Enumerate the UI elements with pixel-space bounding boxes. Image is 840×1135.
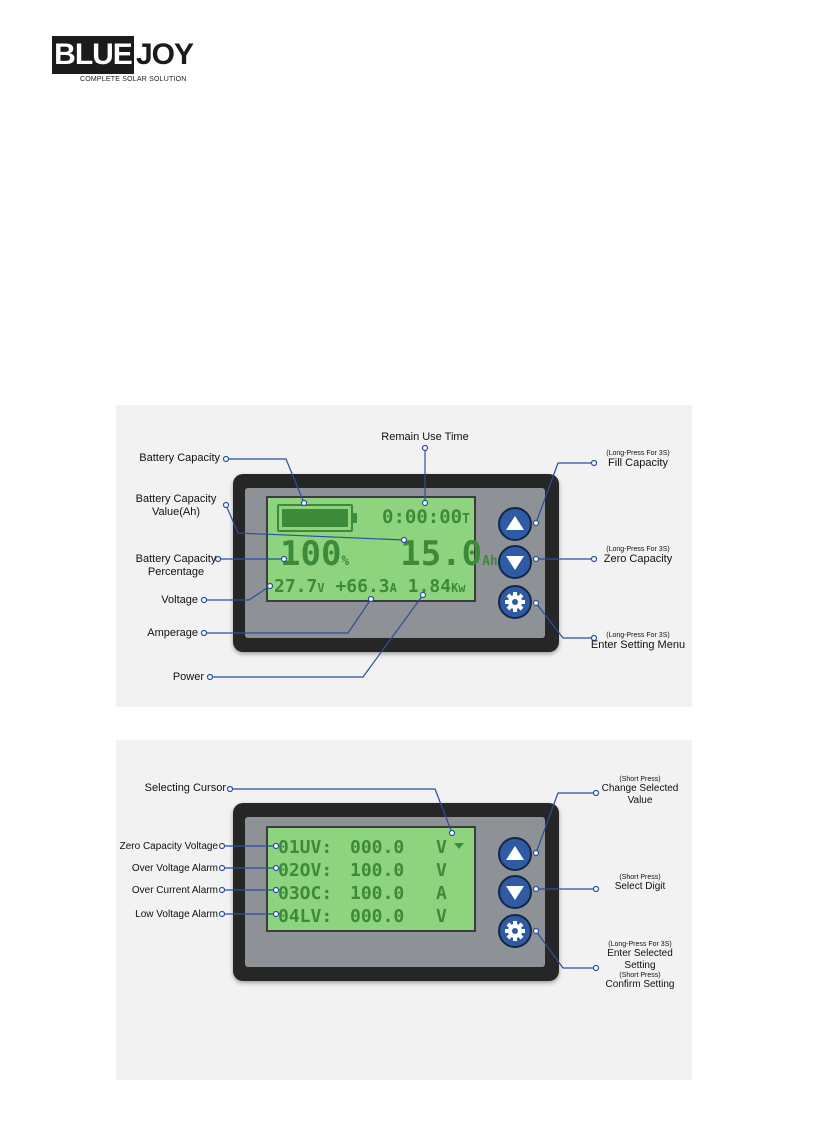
label-capacity-value: Battery Capacity Value(Ah): [120, 493, 232, 519]
settings-button-2[interactable]: [498, 914, 532, 948]
settings-value: 000.0: [350, 906, 405, 927]
label-low-voltage-alarm: Low Voltage Alarm: [135, 909, 218, 920]
up-button-2[interactable]: [498, 837, 532, 871]
logo-word-blue: BLUE: [52, 36, 134, 74]
lcd-time-row: 0:00:00T: [382, 506, 470, 528]
settings-value: 100.0: [350, 860, 405, 881]
settings-unit: V: [436, 906, 447, 927]
lcd-remain-time: 0:00:00: [382, 506, 463, 528]
label-change-selected-line1: Change Selected: [601, 783, 679, 794]
lcd-current-unit: A: [389, 581, 397, 595]
label-change-selected-value: (Short Press) Change Selected Value: [592, 776, 688, 807]
label-fill-capacity-text: Fill Capacity: [608, 457, 668, 469]
lcd-power-value: 1.84: [407, 576, 452, 597]
cursor-icon: [454, 843, 464, 849]
battery-icon: [277, 504, 357, 532]
up-button-1[interactable]: [498, 507, 532, 541]
label-change-selected-line2: Value: [627, 795, 653, 806]
lcd-measure-row: 27.7V +66.3A 1.84Kw: [274, 576, 466, 597]
hint-short-press-set: (Short Press): [619, 972, 661, 979]
lcd-main-screen: 0:00:00T 100% 15.0Ah 27.7V +66.3A 1.84Kw: [266, 496, 498, 602]
label-capacity-percentage: Battery Capacity Percentage: [120, 553, 232, 579]
settings-row: 03OC: 100.0 A: [278, 882, 447, 905]
label-confirm-setting-text: Confirm Setting: [605, 979, 675, 990]
label-enter-selected-line1: Enter Selected: [607, 948, 673, 959]
lcd-capacity-unit: Ah: [482, 554, 498, 569]
label-capacity-value-line1: Battery Capacity: [135, 493, 217, 505]
settings-code: 02OV:: [278, 860, 333, 881]
gear-icon: [505, 921, 525, 941]
settings-button-1[interactable]: [498, 585, 532, 619]
label-over-current-alarm: Over Current Alarm: [131, 885, 218, 896]
lcd-percent-value: 100: [280, 534, 342, 574]
lcd-power-unit: Kw: [451, 581, 466, 595]
settings-unit: V: [436, 837, 447, 858]
label-zero-capacity: (Long-Press For 3S) Zero Capacity: [588, 546, 688, 566]
arrow-up-icon: [506, 846, 524, 860]
label-capacity-percentage-line1: Battery Capacity: [135, 553, 217, 565]
hint-long-press-set-2: (Long-Press For 3S): [608, 941, 672, 948]
label-capacity-value-line2: Value(Ah): [151, 506, 201, 518]
hint-long-press-set: (Long-Press For 3S): [606, 632, 670, 639]
label-battery-capacity: Battery Capacity: [139, 452, 220, 464]
hint-long-press-down: (Long-Press For 3S): [606, 546, 670, 553]
settings-code: 03OC:: [278, 883, 333, 904]
settings-row: 02OV: 100.0 V: [278, 859, 447, 882]
down-button-2[interactable]: [498, 875, 532, 909]
label-voltage: Voltage: [161, 594, 198, 606]
label-fill-capacity: (Long-Press For 3S) Fill Capacity: [588, 450, 688, 470]
lcd-time-unit: T: [462, 512, 470, 527]
settings-value: 100.0: [350, 883, 405, 904]
label-select-digit: (Short Press) Select Digit: [592, 874, 688, 893]
label-enter-confirm-setting: (Long-Press For 3S) Enter Selected Setti…: [588, 941, 692, 991]
hint-short-press-up: (Short Press): [619, 776, 661, 783]
label-zero-capacity-voltage: Zero Capacity Voltage: [119, 841, 218, 852]
label-amperage: Amperage: [147, 627, 198, 639]
hint-short-press-down: (Short Press): [619, 874, 661, 881]
label-enter-setting-menu: (Long-Press For 3S) Enter Setting Menu: [584, 632, 692, 652]
logo-word-joy: JOY: [136, 38, 194, 71]
lcd-capacity-value: 15.0: [400, 534, 483, 574]
arrow-down-icon: [506, 556, 524, 570]
settings-unit: V: [436, 860, 447, 881]
label-power: Power: [172, 671, 204, 683]
brand-logo: BLUE JOY COMPLETE SOLAR SOLUTION: [52, 36, 202, 88]
logo-tagline: COMPLETE SOLAR SOLUTION: [80, 76, 187, 83]
label-enter-selected-line2: Setting: [624, 960, 656, 971]
arrow-up-icon: [506, 516, 524, 530]
settings-code: 04LV:: [278, 906, 333, 927]
settings-row: 04LV: 000.0 V: [278, 905, 447, 928]
lcd-percent-unit: %: [341, 554, 350, 569]
label-select-digit-text: Select Digit: [614, 881, 666, 892]
label-over-voltage-alarm: Over Voltage Alarm: [131, 863, 218, 874]
settings-unit: A: [436, 883, 447, 904]
settings-row: 01UV: 000.0 V: [278, 836, 447, 859]
lcd-current-value: +66.3: [335, 576, 390, 597]
lcd-voltage-value: 27.7: [274, 576, 318, 597]
label-zero-capacity-text: Zero Capacity: [603, 553, 673, 565]
label-capacity-percentage-line2: Percentage: [147, 566, 205, 578]
settings-code: 01UV:: [278, 837, 333, 858]
label-selecting-cursor: Selecting Cursor: [144, 782, 226, 794]
label-remain-use-time: Remain Use Time: [381, 431, 469, 443]
gear-icon: [505, 592, 525, 612]
label-enter-setting-menu-text: Enter Setting Menu: [590, 639, 686, 651]
settings-value: 000.0: [350, 837, 405, 858]
hint-long-press-up: (Long-Press For 3S): [606, 450, 670, 457]
arrow-down-icon: [506, 886, 524, 900]
lcd-capacity-row: 100% 15.0Ah: [280, 534, 498, 582]
lcd-voltage-unit: V: [317, 581, 325, 595]
down-button-1[interactable]: [498, 545, 532, 579]
